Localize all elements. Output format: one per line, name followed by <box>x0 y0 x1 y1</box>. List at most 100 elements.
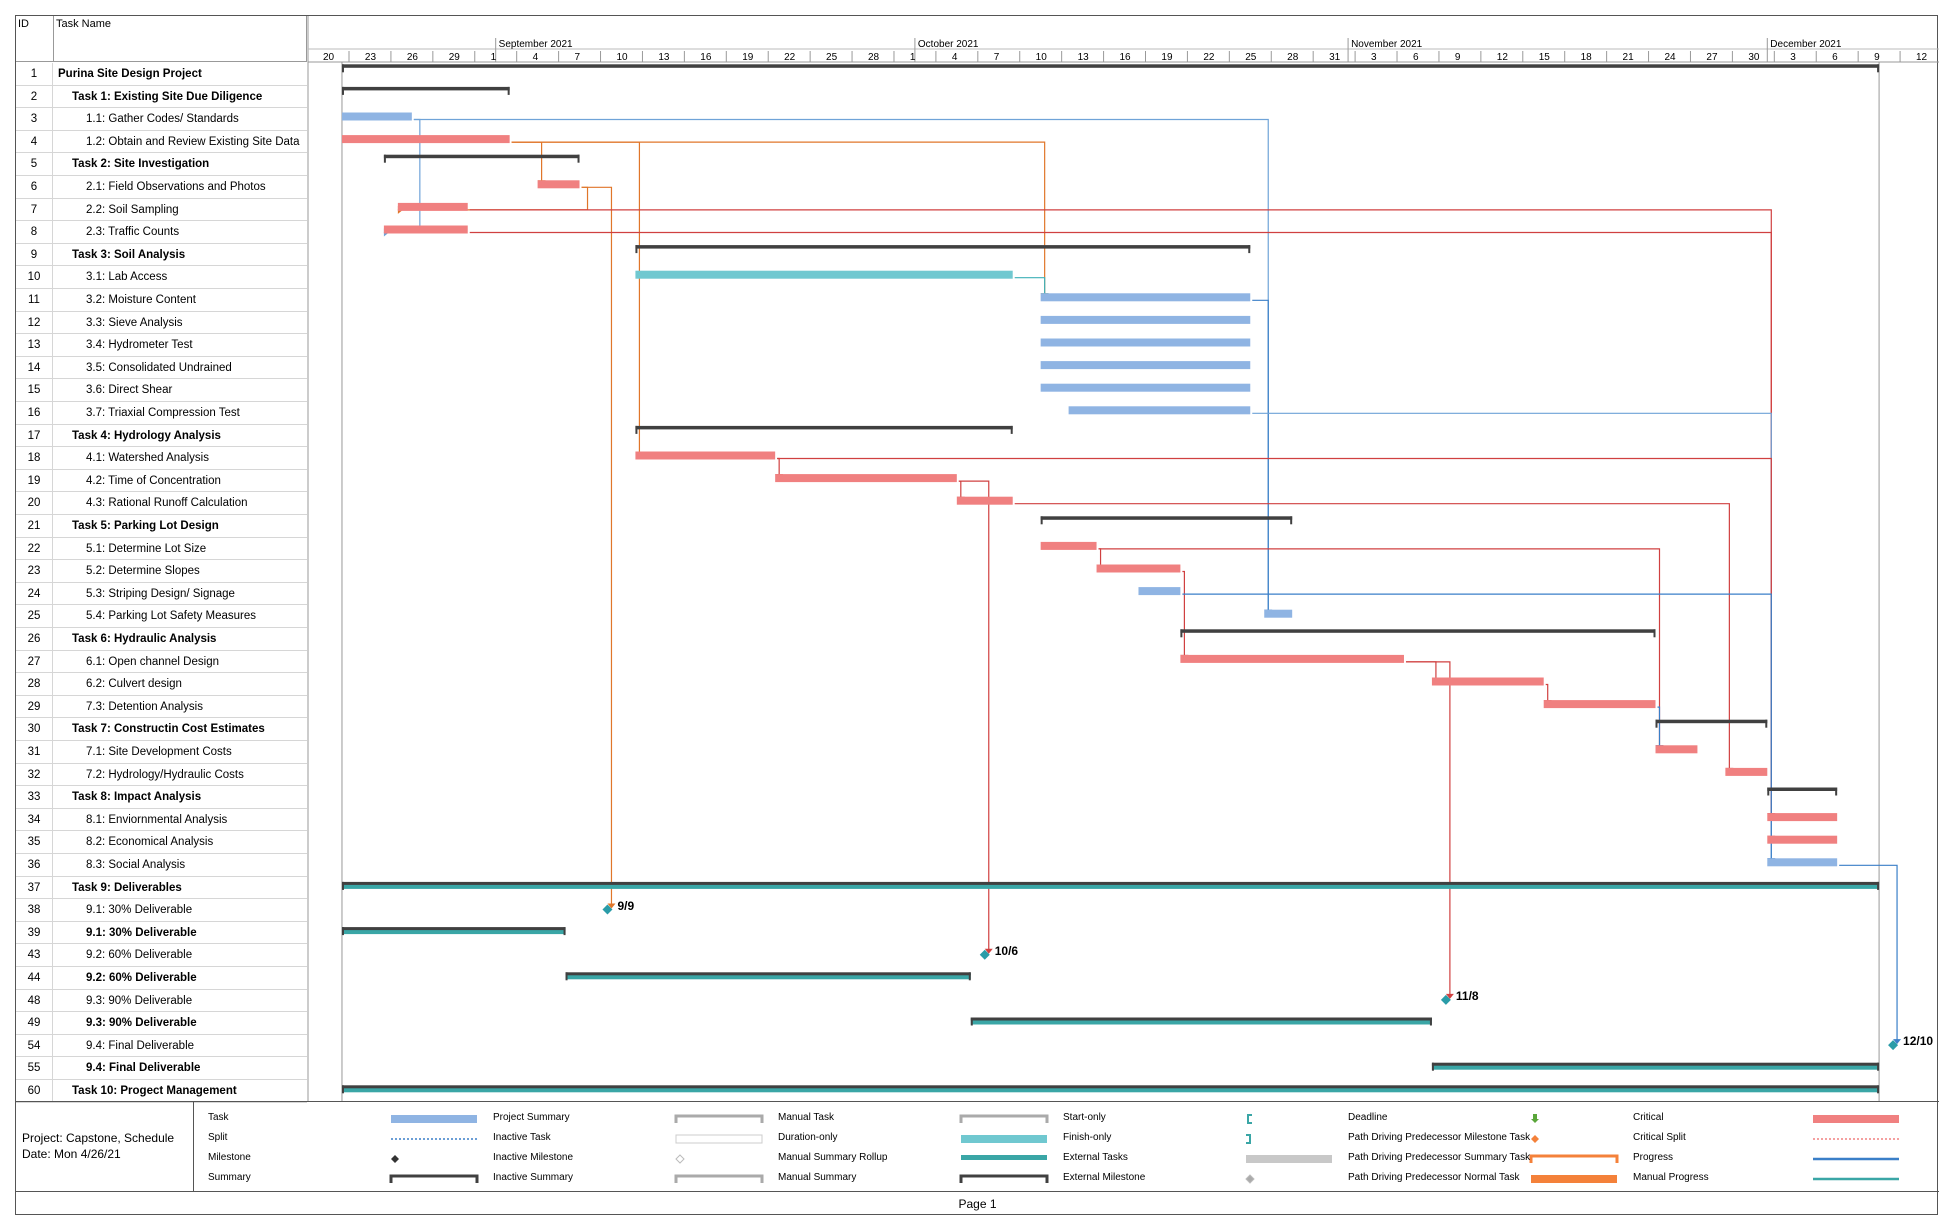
day-tick-label: 16 <box>1120 52 1132 63</box>
milestone-date-label: 11/8 <box>1455 988 1479 1003</box>
legend-swatch-deadline <box>1531 1114 1539 1123</box>
task-name: Task 4: Hydrology Analysis <box>72 429 221 442</box>
row-id: 39 <box>16 921 53 944</box>
legend-swatch-manual-summary <box>959 1174 1049 1183</box>
task-name: Task 2: Site Investigation <box>72 158 210 171</box>
link-arrowhead <box>1445 993 1454 999</box>
manual-summary-bar-top <box>970 1017 1432 1021</box>
legend-swatch-pd-normal <box>1531 1175 1617 1183</box>
row-id: 15 <box>16 379 53 401</box>
day-tick-label: 4 <box>952 52 958 63</box>
day-tick-label: 25 <box>826 52 838 63</box>
critical-task-bar <box>1767 813 1838 822</box>
summary-bar-right-cap <box>1877 64 1880 73</box>
task-name: 5.1: Determine Lot Size <box>86 542 207 555</box>
manual-summary-left-cap <box>341 1085 344 1094</box>
dependency-link <box>777 457 780 476</box>
row-id: 17 <box>16 424 53 447</box>
id-column-header[interactable]: ID <box>18 18 29 30</box>
legend-label: Finish-only <box>1063 1132 1112 1143</box>
row-id: 25 <box>16 605 53 627</box>
task-name: 9.4: Final Deliverable <box>86 1062 201 1075</box>
dependency-link <box>511 141 543 182</box>
legend-label: Inactive Milestone <box>493 1152 574 1163</box>
summary-bar <box>1040 516 1293 520</box>
critical-task-bar <box>1767 835 1838 844</box>
summary-bar-left-cap <box>341 86 344 95</box>
task-name: 9.3: 90% Deliverable <box>86 1017 197 1030</box>
table-row[interactable]: 15 3.6: Direct Shear <box>16 379 307 402</box>
task-bar <box>341 112 412 121</box>
legend-label: Manual Summary Rollup <box>778 1152 888 1163</box>
task-name: 2.3: Traffic Counts <box>86 226 180 239</box>
table-row[interactable]: 17 Task 4: Hydrology Analysis <box>16 424 307 448</box>
task-name: 4.1: Watershed Analysis <box>86 452 209 465</box>
legend-label: External Tasks <box>1063 1152 1128 1163</box>
task-name: 3.6: Direct Shear <box>86 384 173 397</box>
task-name-column-header[interactable]: Task Name <box>56 18 112 30</box>
legend-label: Inactive Task <box>493 1132 551 1143</box>
summary-bar-left-cap <box>383 154 386 163</box>
summary-bar-left-cap <box>341 64 344 73</box>
manual-summary-right-cap <box>1877 1085 1880 1094</box>
day-tick-label: 26 <box>407 52 419 63</box>
task-name: 3.5: Consolidated Undrained <box>86 361 232 374</box>
legend-label: Start-only <box>1063 1112 1106 1123</box>
critical-task-bar <box>956 496 1013 505</box>
dependency-link <box>511 141 641 453</box>
task-bar <box>1068 406 1251 415</box>
manual-summary-bar-top <box>341 927 566 931</box>
day-tick-label: 6 <box>1413 52 1419 63</box>
manual-summary-bar <box>565 973 971 980</box>
task-bar <box>1040 315 1251 324</box>
day-tick-label: 28 <box>1287 52 1299 63</box>
critical-task-bar <box>383 225 468 234</box>
row-id: 43 <box>16 944 53 966</box>
legend-label: Critical <box>1633 1112 1664 1123</box>
